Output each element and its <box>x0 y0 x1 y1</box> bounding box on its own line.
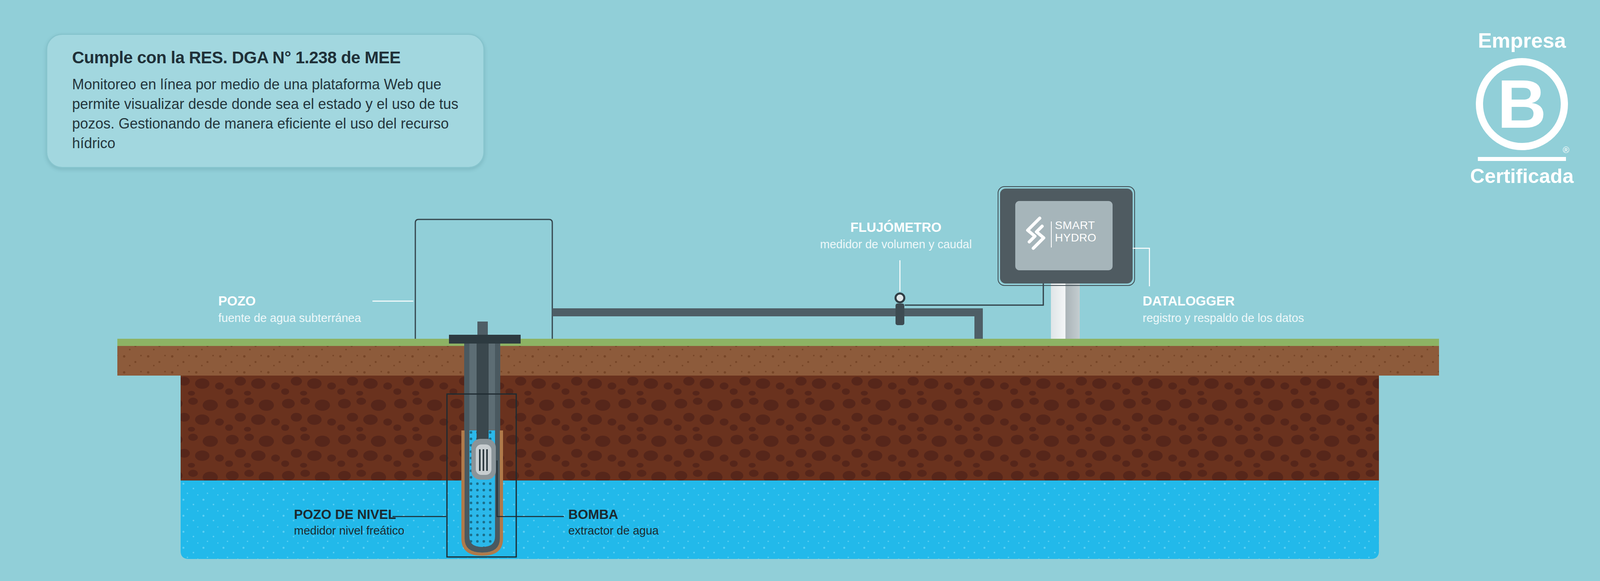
part-name: FLUJÓMETRO <box>815 219 977 236</box>
part-name: BOMBA <box>568 507 619 523</box>
part-desc: medidor nivel freático <box>293 524 405 538</box>
part-name: POZO DE NIVEL <box>293 507 397 523</box>
panel-heading: Cumple con la RES. DGA N° 1.238 de MEE <box>72 47 460 68</box>
info-panel: Cumple con la RES. DGA N° 1.238 de MEE Mo… <box>46 33 485 169</box>
part-name: POZO <box>218 293 256 309</box>
part-desc: medidor de volumen y caudal <box>815 237 977 252</box>
part-name: DATALOGGER <box>1142 293 1235 309</box>
registered-mark: ® <box>1562 144 1570 155</box>
panel-body: Monitoreo en línea por medio de una plat… <box>72 74 460 154</box>
logo-letter: B <box>1477 60 1566 149</box>
part-desc: registro y respaldo de los datos <box>1142 311 1305 325</box>
logo-text: Empresa <box>1461 28 1582 53</box>
part-desc: extractor de agua <box>568 524 659 538</box>
brand-text: SMART HYDRO <box>1054 219 1109 245</box>
logo-text: Certificada <box>1461 165 1582 189</box>
datalogger-screen: SMART HYDRO <box>1054 219 1109 245</box>
part-desc: fuente de agua subterránea <box>218 311 361 325</box>
